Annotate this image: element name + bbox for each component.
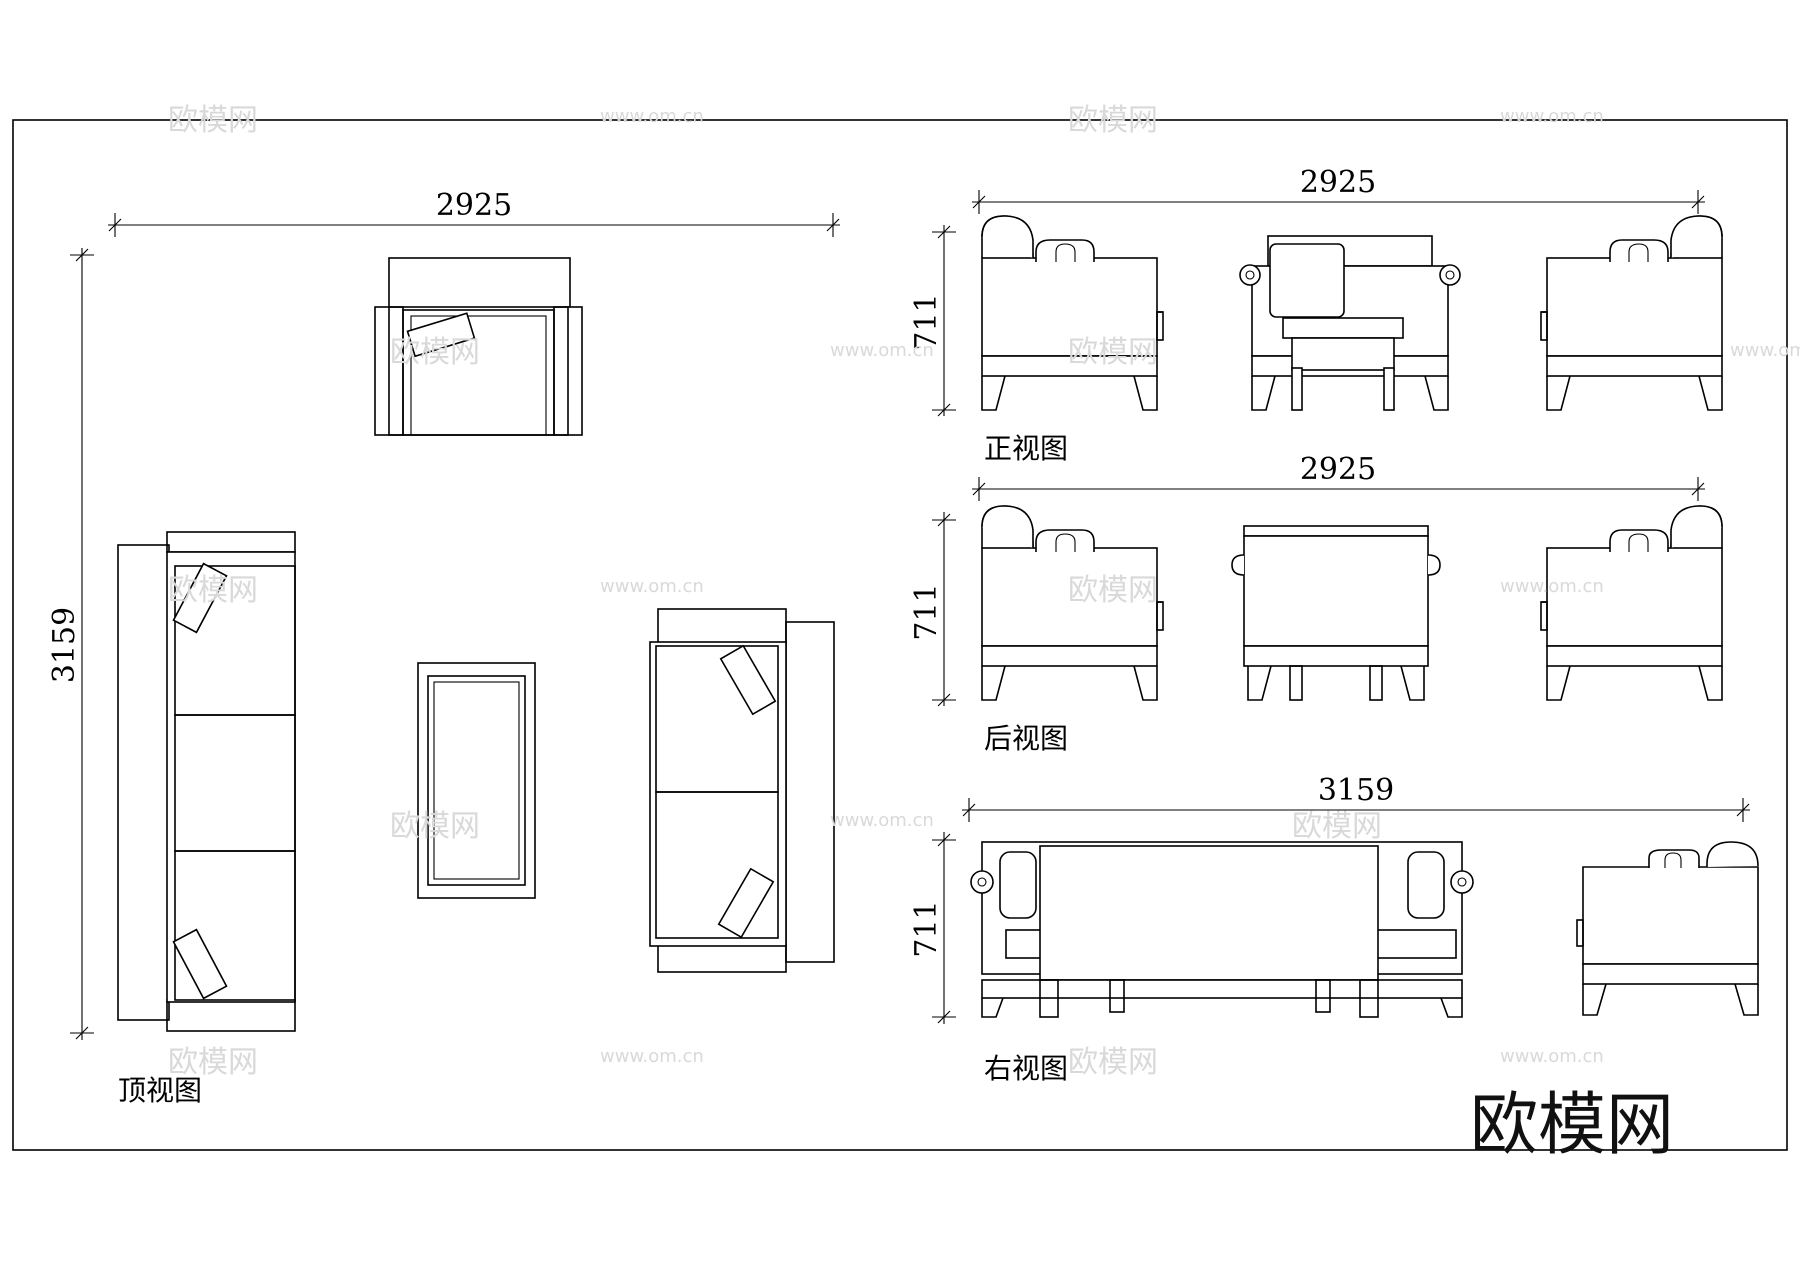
watermark-url: www.om.cn bbox=[600, 1046, 704, 1067]
brand-logo: 欧模网 bbox=[1470, 1086, 1674, 1165]
watermark-logo: 欧模网 bbox=[1292, 809, 1382, 844]
front-height-label: 711 bbox=[909, 293, 944, 350]
watermark-logo: 欧模网 bbox=[168, 1045, 258, 1080]
top-depth-dimension: 3159 bbox=[47, 248, 94, 1040]
back-view: 2925 711 后视图 bbox=[909, 452, 1723, 755]
back-right-chair bbox=[1540, 505, 1723, 701]
watermark-url: www.om.cn bbox=[600, 106, 704, 127]
back-view-label: 后视图 bbox=[984, 722, 1068, 755]
right-view-label: 右视图 bbox=[984, 1052, 1068, 1085]
right-view: 3159 711 bbox=[909, 773, 1759, 1085]
back-width-dimension: 2925 bbox=[972, 452, 1705, 501]
watermark-url: www.om.cn bbox=[830, 810, 934, 831]
front-view-label: 正视图 bbox=[984, 432, 1068, 465]
back-sofa-center bbox=[1231, 525, 1441, 701]
front-sofa-center bbox=[1239, 235, 1461, 411]
side-sofa-long bbox=[970, 841, 1474, 1018]
right-two-seat-sofa bbox=[649, 608, 835, 973]
front-right-chair bbox=[1540, 215, 1723, 411]
side-height-dimension: 711 bbox=[909, 832, 956, 1024]
watermark-url: www.om.cn bbox=[1500, 1046, 1604, 1067]
front-width-dimension: 2925 bbox=[972, 165, 1705, 214]
front-view: 2925 711 正视图 bbox=[909, 165, 1723, 465]
front-height-dimension: 711 bbox=[909, 225, 956, 417]
top-view: 2925 3159 bbox=[47, 188, 840, 1107]
watermark-url: www.om.cn bbox=[1500, 106, 1604, 127]
side-width-label: 3159 bbox=[1318, 773, 1394, 808]
top-depth-label: 3159 bbox=[47, 607, 82, 683]
watermark-logo: 欧模网 bbox=[390, 809, 480, 844]
side-width-dimension: 3159 bbox=[962, 773, 1750, 822]
coffee-table-top bbox=[417, 662, 536, 899]
top-view-label: 顶视图 bbox=[118, 1074, 202, 1107]
watermark-logo: 欧模网 bbox=[390, 335, 480, 370]
top-width-dimension: 2925 bbox=[108, 188, 840, 237]
left-three-seat-sofa bbox=[117, 531, 296, 1032]
front-width-label: 2925 bbox=[1300, 165, 1376, 200]
front-left-chair bbox=[981, 215, 1164, 411]
drawing-frame bbox=[12, 119, 1788, 1151]
side-height-label: 711 bbox=[909, 900, 944, 957]
watermark-logo: 欧模网 bbox=[1068, 573, 1158, 608]
watermark-logo: 欧模网 bbox=[168, 103, 258, 138]
watermark-logo: 欧模网 bbox=[1068, 103, 1158, 138]
watermark-url: www.om.cn bbox=[600, 576, 704, 597]
watermark-url: www.om.cn bbox=[1730, 340, 1800, 361]
watermark-logo: 欧模网 bbox=[1068, 335, 1158, 370]
top-width-label: 2925 bbox=[436, 188, 512, 223]
back-height-label: 711 bbox=[909, 583, 944, 640]
watermark-url: www.om.cn bbox=[1500, 576, 1604, 597]
watermark-layer: 欧模网 欧模网 欧模网 欧模网 欧模网 欧模网 欧模网 欧模网 欧模网 欧模网 … bbox=[168, 103, 1800, 1080]
armchair-top bbox=[374, 257, 583, 436]
watermark-url: www.om.cn bbox=[830, 340, 934, 361]
watermark-logo: 欧模网 bbox=[168, 573, 258, 608]
side-chair-small bbox=[1576, 841, 1759, 1016]
back-width-label: 2925 bbox=[1300, 452, 1376, 487]
watermark-logo: 欧模网 bbox=[1068, 1045, 1158, 1080]
back-height-dimension: 711 bbox=[909, 512, 956, 707]
